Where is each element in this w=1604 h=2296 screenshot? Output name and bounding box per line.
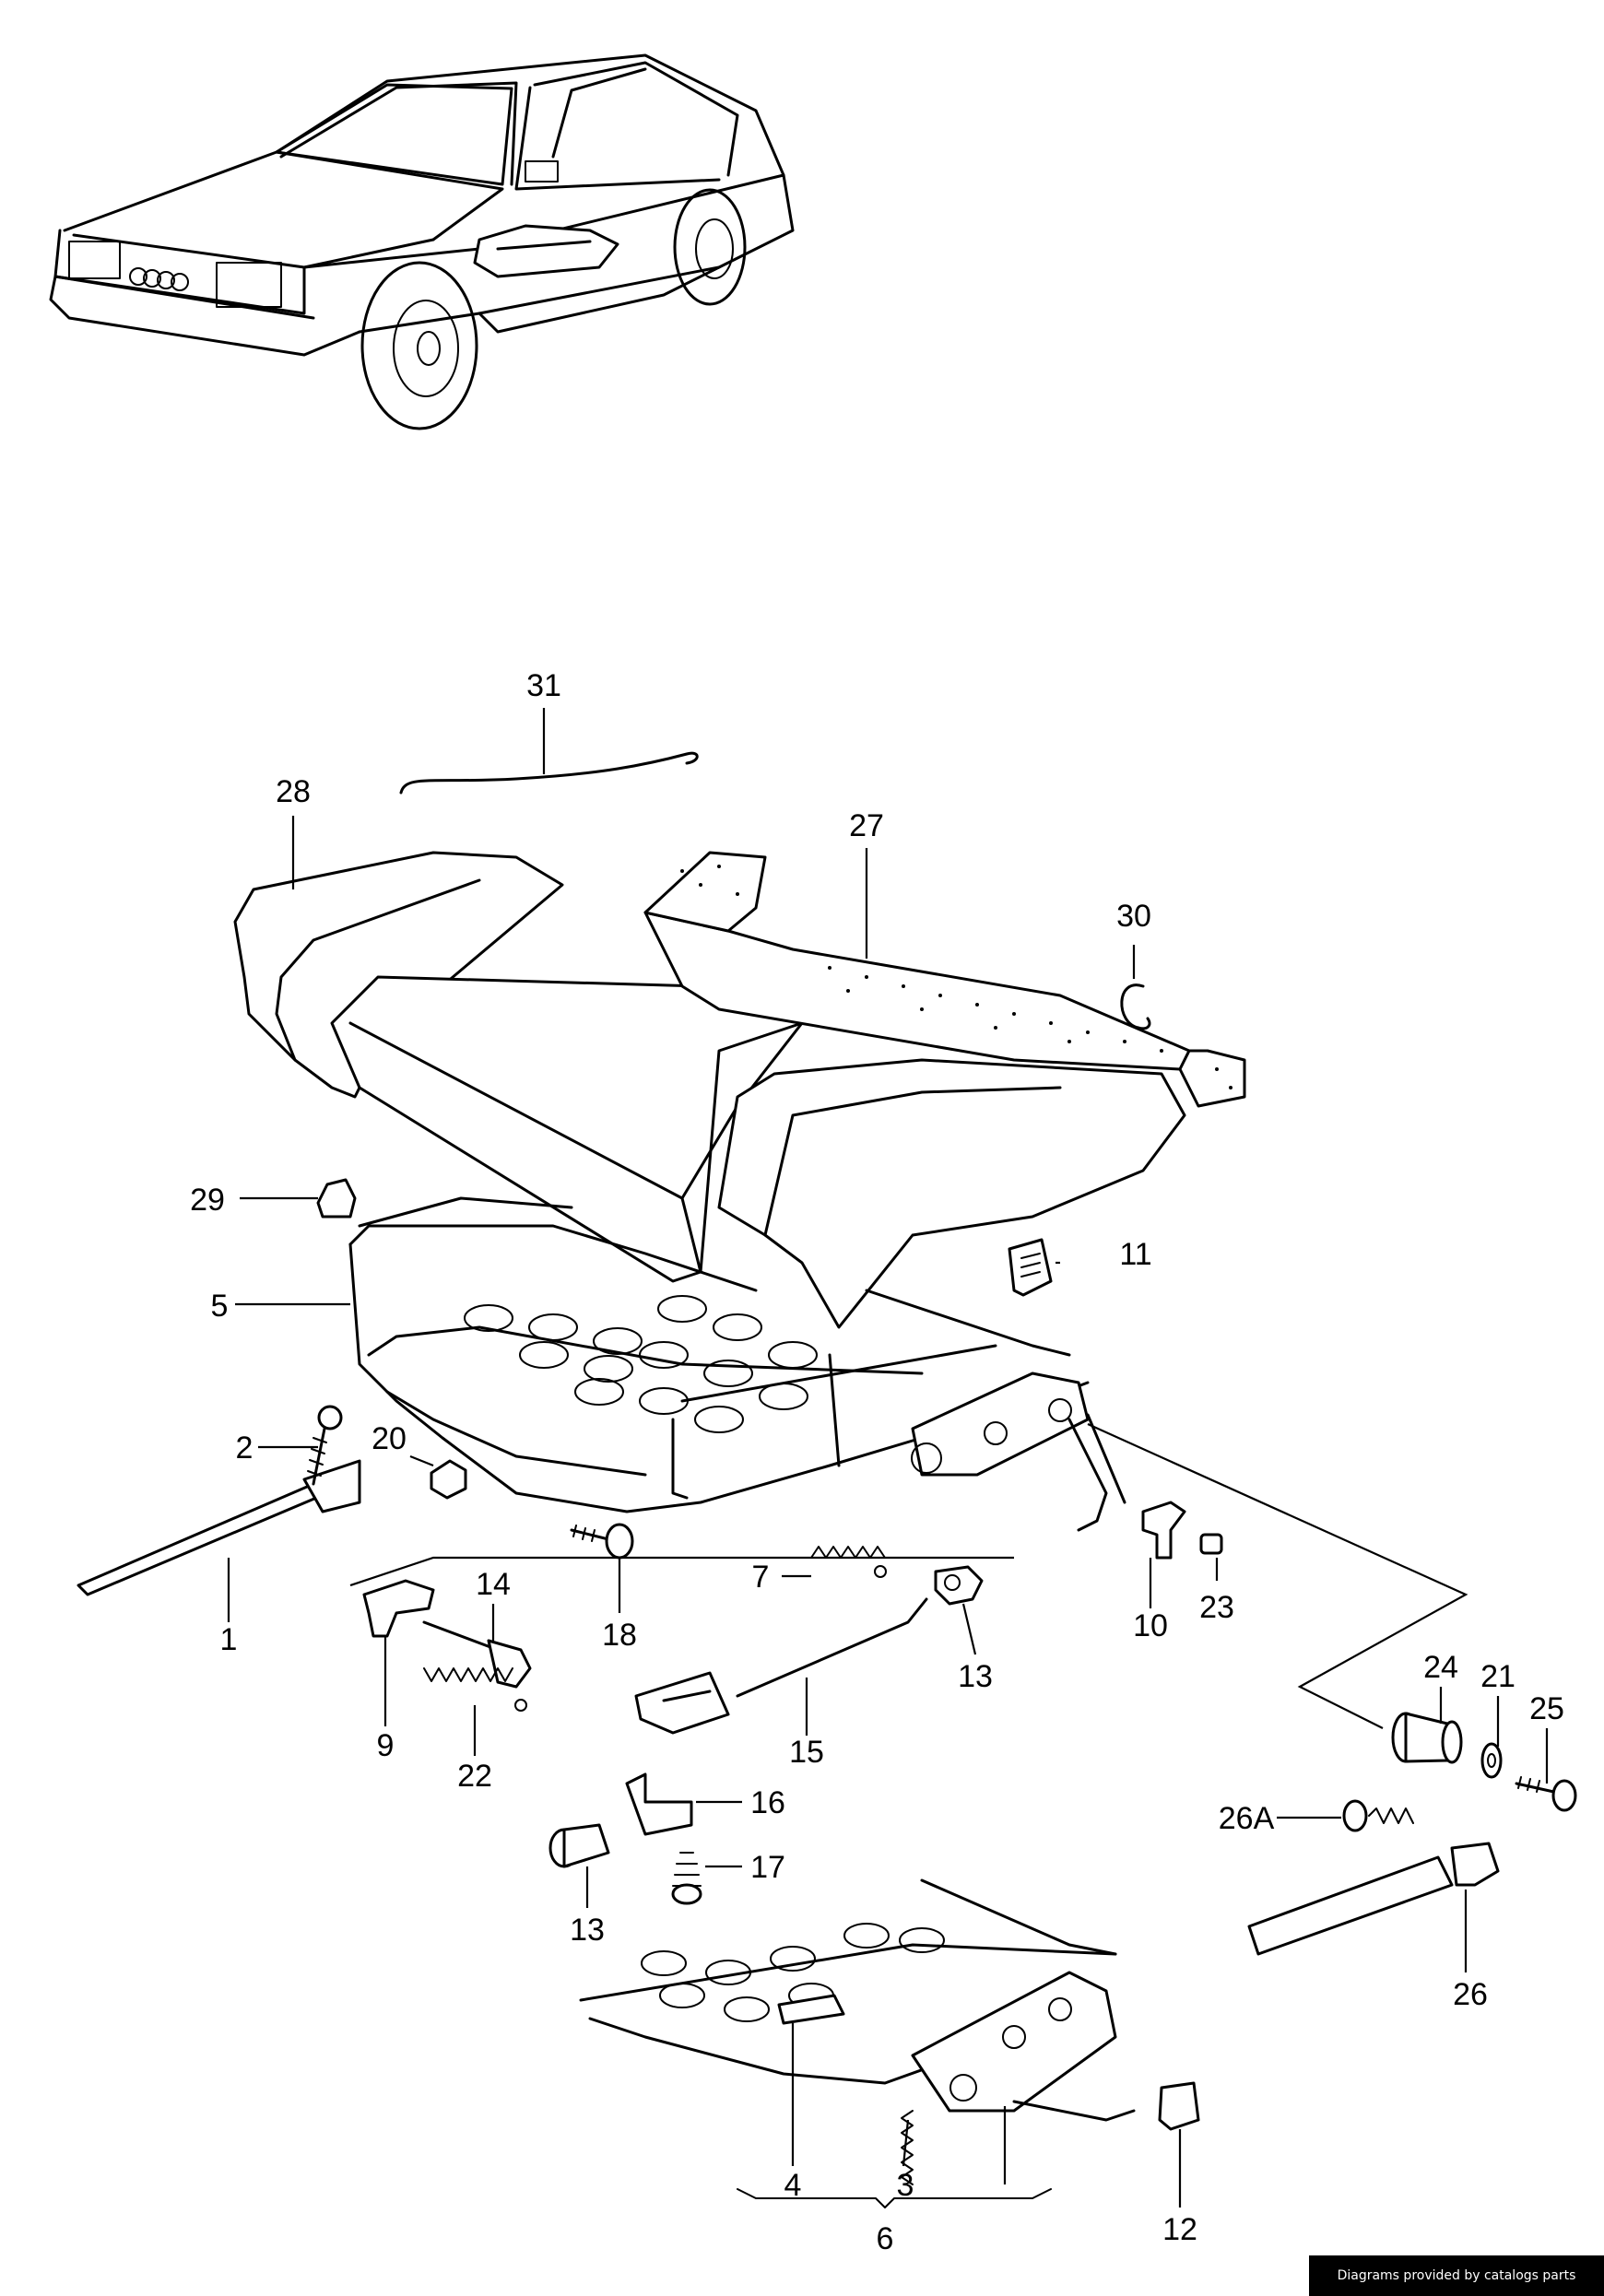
callout-2: 2 xyxy=(236,1431,254,1466)
part-9-bracket xyxy=(362,1579,435,1638)
callout-24: 24 xyxy=(1423,1650,1458,1685)
assembly-guide-line xyxy=(1087,1422,1468,1729)
callout-20: 20 xyxy=(372,1421,407,1456)
part-17-screw xyxy=(671,1852,702,1905)
callout-13-upper: 13 xyxy=(958,1659,993,1694)
callout-3: 3 xyxy=(897,2168,914,2203)
part-25-screw xyxy=(1515,1776,1577,1812)
callout-31: 31 xyxy=(526,668,561,703)
callout-18: 18 xyxy=(602,1618,637,1653)
part-11-bracket xyxy=(1008,1238,1053,1297)
callout-27: 27 xyxy=(849,808,884,843)
callout-5: 5 xyxy=(211,1289,229,1324)
part-14-pin xyxy=(422,1620,532,1689)
part-30-clip xyxy=(1120,983,1151,1030)
callout-16: 16 xyxy=(750,1785,785,1820)
callout-29: 29 xyxy=(190,1183,225,1218)
callout-14: 14 xyxy=(476,1567,511,1602)
part-4-handle xyxy=(777,1994,845,2025)
part-2-screw xyxy=(307,1405,343,1486)
group-6-bracket xyxy=(737,2188,1052,2208)
seat-frame xyxy=(348,1196,1126,1532)
car-illustration xyxy=(49,53,795,430)
callout-9: 9 xyxy=(377,1728,395,1763)
part-1-rail xyxy=(77,1459,361,1596)
diagram-credit: Diagrams provided by catalogs parts xyxy=(1309,2255,1604,2296)
part-24-bushing xyxy=(1391,1712,1463,1764)
part-13-roller-upper xyxy=(934,1565,984,1606)
leader-lines xyxy=(227,708,1549,2208)
callout-26A: 26A xyxy=(1219,1801,1275,1836)
callout-28: 28 xyxy=(276,774,311,809)
callout-17: 17 xyxy=(750,1850,785,1885)
part-12-clip xyxy=(1158,2081,1200,2131)
callout-11: 11 xyxy=(1119,1237,1151,1272)
part-10-bracket xyxy=(1141,1501,1186,1560)
callout-22: 22 xyxy=(457,1759,492,1794)
callout-7: 7 xyxy=(752,1560,770,1595)
callout-12: 12 xyxy=(1162,2212,1197,2247)
callout-15: 15 xyxy=(789,1735,824,1770)
part-22-spring xyxy=(423,1667,527,1712)
part-29-grommet xyxy=(316,1178,357,1219)
part-6-seat-adjuster-assembly xyxy=(579,1878,1136,2122)
part-26-cover-rail xyxy=(1247,1842,1500,1956)
callout-10: 10 xyxy=(1133,1608,1168,1643)
callout-1: 1 xyxy=(220,1622,238,1657)
part-15-rod xyxy=(634,1597,928,1735)
part-26A-screw xyxy=(1342,1799,1414,1832)
assembly-guide-line-left xyxy=(349,1556,1014,1587)
callout-26: 26 xyxy=(1453,1977,1488,2012)
part-7-spring xyxy=(810,1546,887,1578)
callout-23: 23 xyxy=(1199,1590,1234,1625)
part-21-washer xyxy=(1480,1742,1503,1779)
part-3-spring xyxy=(901,2110,914,2185)
callout-6: 6 xyxy=(877,2221,894,2256)
seat-cushion xyxy=(233,851,1246,1329)
callout-30: 30 xyxy=(1116,899,1151,934)
part-31-wire xyxy=(399,751,699,795)
callout-21: 21 xyxy=(1480,1659,1516,1694)
part-20-nut xyxy=(430,1459,467,1500)
part-18-bolt xyxy=(570,1523,634,1560)
part-13-roller-lower xyxy=(548,1823,610,1868)
callout-4: 4 xyxy=(784,2168,802,2203)
callout-25: 25 xyxy=(1529,1691,1564,1726)
callout-labels: 31 28 27 30 29 11 5 2 20 1 14 18 7 10 23… xyxy=(190,668,1564,2256)
callout-13-lower: 13 xyxy=(570,1913,605,1948)
part-16-clip xyxy=(625,1772,693,1836)
fabric-dots xyxy=(680,865,1232,1089)
part-23-cap xyxy=(1199,1533,1223,1555)
